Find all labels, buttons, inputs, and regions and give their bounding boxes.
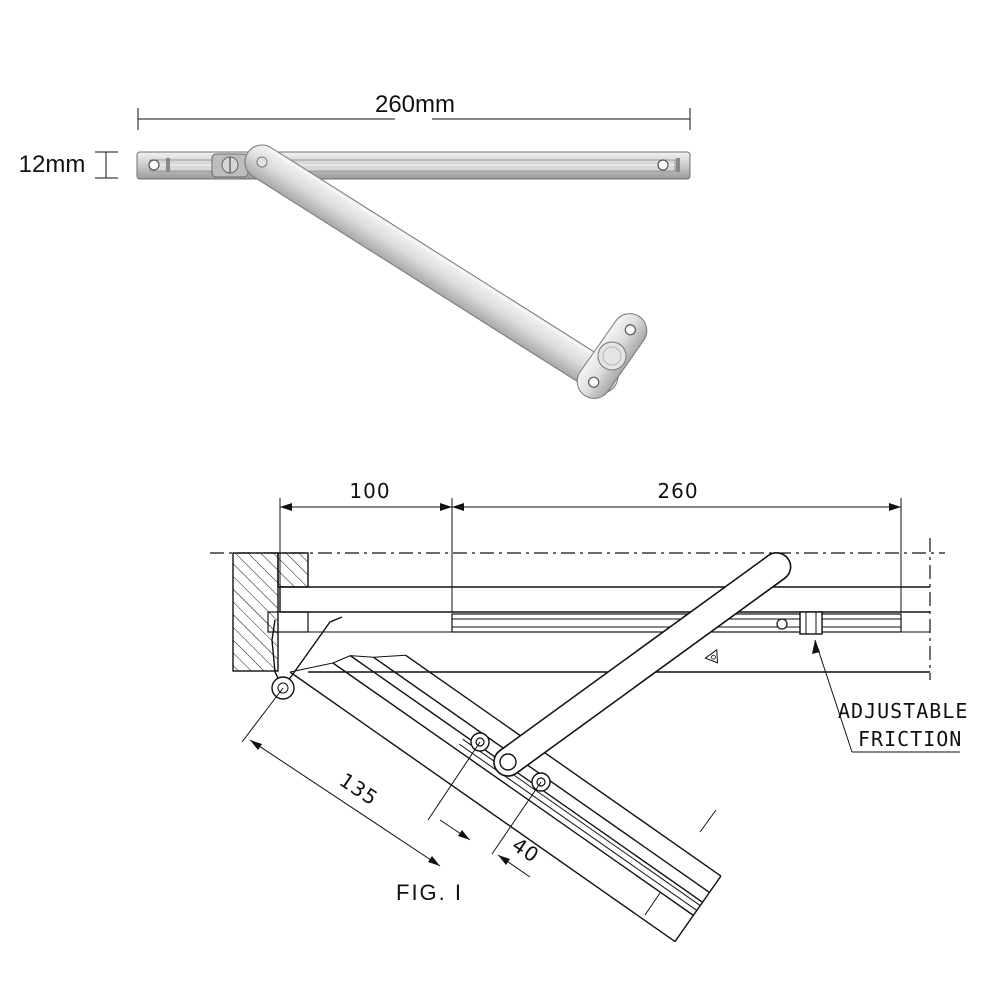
foot-screw-hole-a: [588, 376, 600, 388]
top-dimensions: 100 260: [279, 479, 902, 612]
height-dimension: 12mm: [19, 151, 118, 179]
friction-note-line1: ADJUSTABLE: [838, 699, 968, 723]
product-render: 260mm 12mm: [19, 91, 691, 399]
stay-arm-drawing: [493, 552, 792, 777]
arm-pivot-rivet: [256, 156, 268, 168]
friction-note-line2: FRICTION: [858, 727, 962, 751]
rail-screw-hole-right: [657, 159, 669, 171]
hinge-bracket: [271, 616, 343, 700]
foot-screw-hole-b: [624, 324, 636, 336]
stay-arm: [244, 144, 648, 399]
foot-rivet: [597, 341, 627, 371]
dim-100-label: 100: [349, 479, 390, 503]
friction-shoe: [799, 611, 823, 635]
sliding-rail: [136, 151, 691, 180]
figure-label: FIG. I: [396, 880, 463, 905]
arm-upper-pivot: [776, 618, 788, 630]
arm-lower-pivot: [499, 753, 517, 771]
technical-drawing: 100 260: [210, 479, 968, 943]
rail-section: [267, 611, 902, 635]
length-dimension: 260mm: [137, 91, 691, 130]
height-label: 12mm: [19, 151, 86, 178]
brand-mark-icon: [704, 648, 719, 664]
dim-40-label: 40: [508, 833, 544, 868]
dim-260-label: 260: [657, 479, 698, 503]
friction-callout: ADJUSTABLE FRICTION: [812, 639, 968, 753]
length-label: 260mm: [375, 91, 455, 118]
dim-135-label: 135: [335, 768, 383, 811]
rail-screw-hole-left: [148, 159, 160, 171]
